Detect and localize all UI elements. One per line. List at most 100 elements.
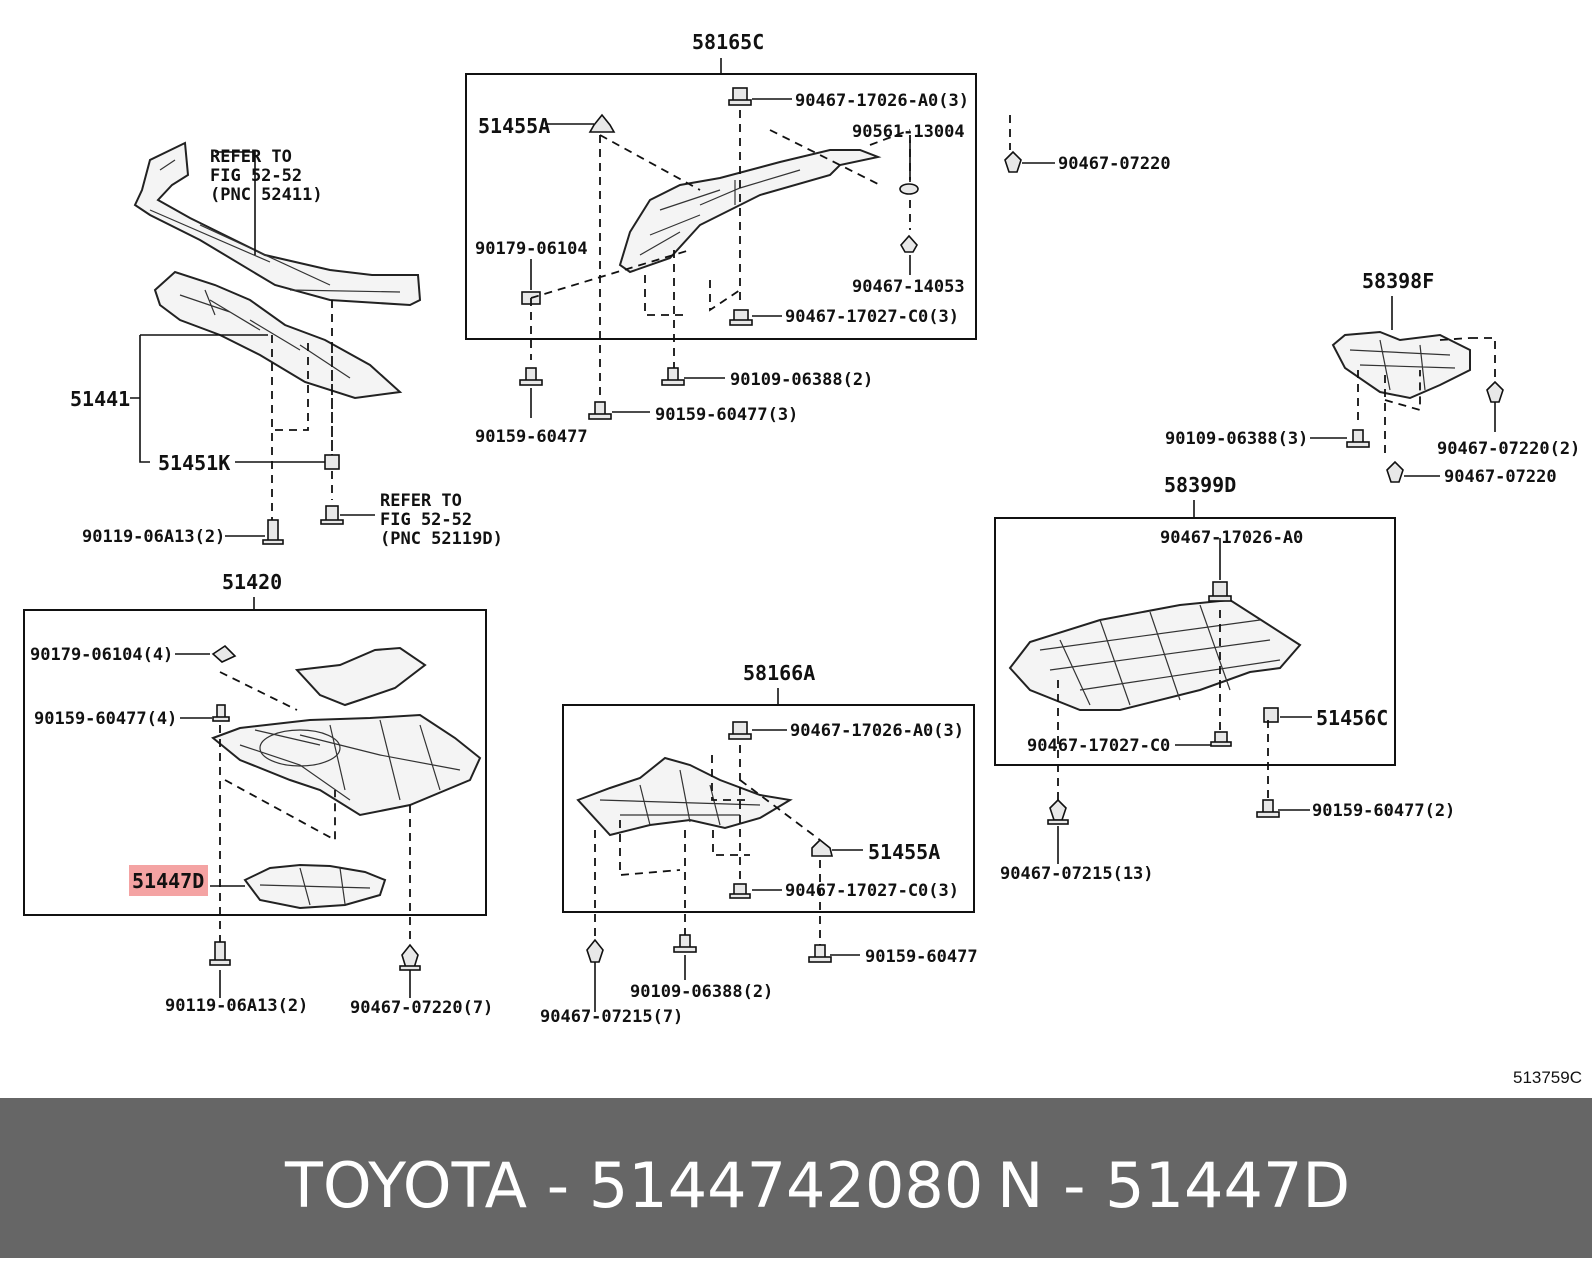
label-90467-17027-mid: 90467-17027-C0(3) bbox=[785, 881, 959, 901]
clip-90467-14053 bbox=[900, 234, 918, 253]
label-refer2-l3: (PNC 52119D) bbox=[380, 529, 503, 549]
label-90119-top: 90119-06A13(2) bbox=[82, 527, 225, 547]
dash-58399D bbox=[1057, 610, 1269, 800]
label-90109-mid: 90109-06388(2) bbox=[630, 982, 773, 1002]
label-90467-17026-mid: 90467-17026-A0(3) bbox=[790, 721, 964, 741]
dash-top-left bbox=[271, 300, 333, 535]
leader-58398F-parts bbox=[1310, 402, 1496, 477]
label-90561: 90561-13004 bbox=[852, 122, 965, 142]
part-51441-shield bbox=[153, 270, 403, 400]
leader-51420-parts bbox=[175, 653, 411, 998]
leader-fasteners-tl bbox=[235, 461, 375, 516]
clip-51455A-mid bbox=[811, 838, 834, 857]
label-90179-4: 90179-06104(4) bbox=[30, 645, 173, 665]
clip-90467-17027-top bbox=[729, 309, 753, 326]
label-51456C: 51456C bbox=[1316, 706, 1388, 730]
diagram-canvas: REFER TO FIG 52-52 (PNC 52411) 51441 514… bbox=[23, 30, 1580, 1027]
parts-diagram: REFER TO FIG 52-52 (PNC 52411) 51441 514… bbox=[23, 30, 1582, 1087]
clip-90467-07215-7 bbox=[586, 938, 604, 963]
screw-90159-a bbox=[519, 367, 543, 386]
clip-90467-07220-7 bbox=[399, 943, 421, 971]
label-90467-17026-top: 90467-17026-A0(3) bbox=[795, 91, 969, 111]
label-90467-14053: 90467-14053 bbox=[852, 277, 965, 297]
group-58399D-box bbox=[994, 517, 1396, 766]
clip-90467-17026-right bbox=[1208, 581, 1232, 602]
dash-58166A bbox=[594, 745, 821, 945]
label-refer1-l3: (PNC 52411) bbox=[210, 185, 323, 205]
clip-51451K bbox=[324, 454, 340, 470]
label-90159-a: 90159-60477 bbox=[475, 427, 588, 447]
bumper-cover-part bbox=[133, 141, 422, 307]
dash-58165C bbox=[530, 110, 1011, 400]
label-58398F: 58398F bbox=[1362, 269, 1434, 293]
footer-reference: N - 51447D bbox=[997, 1149, 1351, 1222]
label-51420: 51420 bbox=[222, 570, 282, 594]
part-58398F bbox=[1331, 330, 1471, 400]
group-58166A-box bbox=[562, 704, 975, 913]
label-refer1-l1: REFER TO bbox=[210, 147, 292, 167]
clip-90467-17027-right bbox=[1210, 731, 1232, 747]
label-90467-07220-right: 90467-07220 bbox=[1444, 467, 1557, 487]
label-51447D: 51447D bbox=[132, 869, 204, 893]
label-90467-17027-right: 90467-17027-C0 bbox=[1027, 736, 1170, 756]
figure-code: 513759C bbox=[1512, 1068, 1582, 1087]
group-51420-box bbox=[23, 609, 487, 916]
label-90467-07215-13: 90467-07215(13) bbox=[1000, 864, 1154, 884]
screw-90159-4 bbox=[212, 704, 230, 722]
part-58165C-cover bbox=[618, 149, 882, 274]
clip-51456C bbox=[1263, 707, 1279, 723]
clip-90467-07215-13 bbox=[1047, 798, 1069, 825]
label-90467-07220-7: 90467-07220(7) bbox=[350, 998, 493, 1018]
label-51455A-top: 51455A bbox=[478, 114, 550, 138]
label-51451K: 51451K bbox=[158, 451, 230, 475]
part-58166A-cover bbox=[576, 756, 793, 837]
screw-90109-top bbox=[661, 367, 685, 386]
label-58165C: 58165C bbox=[692, 30, 764, 54]
label-51455A-mid: 51455A bbox=[868, 840, 940, 864]
label-90119-bottom: 90119-06A13(2) bbox=[165, 996, 308, 1016]
screw-90159-2 bbox=[1256, 799, 1280, 818]
leader-58166A-parts bbox=[594, 729, 863, 1012]
leader-51441 bbox=[130, 334, 268, 463]
label-90109-top: 90109-06388(2) bbox=[730, 370, 873, 390]
screw-90109-3 bbox=[1346, 429, 1370, 448]
leader-58165C-parts bbox=[530, 98, 1055, 418]
label-refer2-l1: REFER TO bbox=[380, 491, 462, 511]
label-90467-07215-7: 90467-07215(7) bbox=[540, 1007, 683, 1027]
clip-90467-07220-2 bbox=[1486, 380, 1504, 403]
part-51420-shield bbox=[211, 713, 482, 817]
label-58399D: 58399D bbox=[1164, 473, 1236, 497]
label-90159-2: 90159-60477(2) bbox=[1312, 801, 1455, 821]
washer-90561 bbox=[899, 183, 919, 195]
highlight-51447D bbox=[129, 865, 208, 896]
label-90109-3: 90109-06388(3) bbox=[1165, 429, 1308, 449]
label-90159-b: 90159-60477 bbox=[865, 947, 978, 967]
screw-90159-3 bbox=[588, 401, 612, 420]
part-51447D-highlighted bbox=[243, 863, 387, 910]
footer-bar: TOYOTA - 5144742080 N - 51447D bbox=[0, 1098, 1592, 1258]
label-90467-17027-top: 90467-17027-C0(3) bbox=[785, 307, 959, 327]
leader-refer1 bbox=[215, 151, 256, 255]
part-58399D-undercover bbox=[1008, 598, 1302, 711]
dash-51420 bbox=[219, 671, 411, 955]
label-90159-3: 90159-60477(3) bbox=[655, 405, 798, 425]
screw-52119D bbox=[320, 505, 344, 525]
label-90159-4: 90159-60477(4) bbox=[34, 709, 177, 729]
clip-90467-17027-mid bbox=[729, 883, 751, 899]
label-90467-17026-right: 90467-17026-A0 bbox=[1160, 528, 1303, 548]
label-58166A: 58166A bbox=[743, 661, 815, 685]
label-90179: 90179-06104 bbox=[475, 239, 588, 259]
nut-90179-4 bbox=[211, 644, 237, 663]
clip-51455A-top bbox=[588, 113, 616, 133]
label-refer2-l2: FIG 52-52 bbox=[380, 510, 472, 530]
part-51420-shield-upper bbox=[294, 646, 427, 707]
screw-90109-mid bbox=[673, 934, 697, 953]
label-90467-07220-2: 90467-07220(2) bbox=[1437, 439, 1580, 459]
label-51441: 51441 bbox=[70, 387, 130, 411]
clip-90467-07220-top bbox=[1004, 150, 1022, 173]
clip-90467-17026-top bbox=[728, 87, 752, 106]
leader-58399D-parts bbox=[1057, 538, 1312, 864]
footer-part-number: TOYOTA - 5144742080 bbox=[285, 1149, 984, 1222]
label-90467-07220-top: 90467-07220 bbox=[1058, 154, 1171, 174]
screw-90159-b bbox=[808, 944, 832, 963]
